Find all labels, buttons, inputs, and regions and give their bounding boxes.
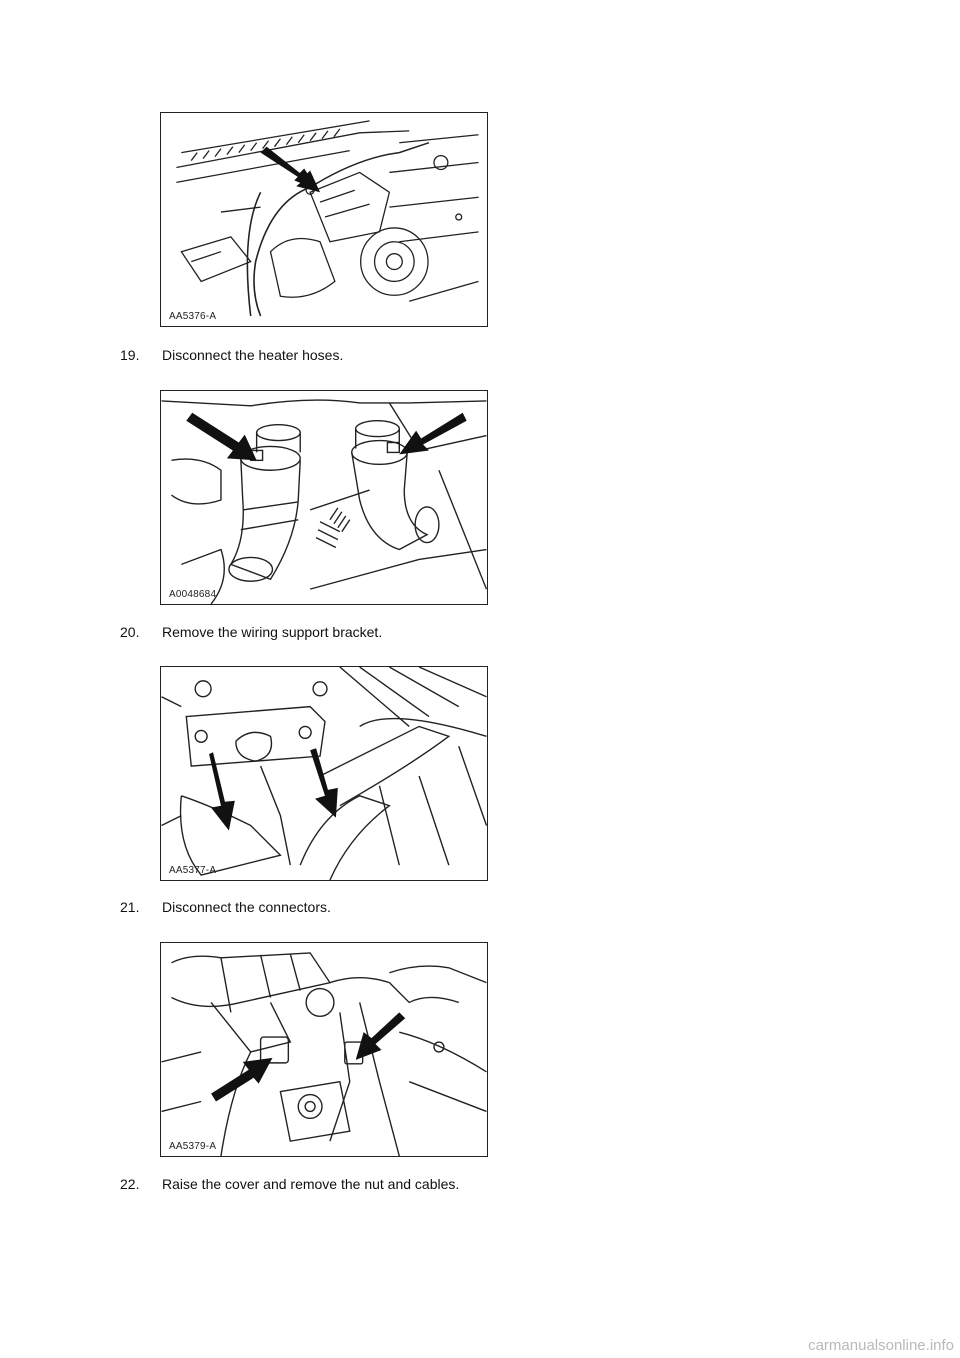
- step-19: 19. Disconnect the heater hoses.: [120, 347, 343, 363]
- step-number: 21.: [120, 899, 140, 915]
- figure-label: AA5376-A: [169, 311, 217, 322]
- figure-label: AA5379-A: [169, 1141, 217, 1152]
- connectors-illustration: [161, 952, 487, 1156]
- figure-connectors: AA5379-A: [160, 942, 488, 1157]
- step-text: Disconnect the connectors.: [162, 899, 331, 915]
- step-20: 20. Remove the wiring support bracket.: [120, 624, 382, 640]
- heater-hose-illustration: [161, 399, 487, 604]
- step-text: Disconnect the heater hoses.: [162, 347, 344, 363]
- figure-heater-hoses: A0048684: [160, 390, 488, 605]
- step-21: 21. Disconnect the connectors.: [120, 899, 331, 915]
- step-number: 20.: [120, 624, 140, 640]
- step-number: 22.: [120, 1176, 140, 1192]
- step-22: 22. Raise the cover and remove the nut a…: [120, 1176, 459, 1192]
- figure-label: A0048684: [169, 589, 217, 600]
- bracket-illustration: [161, 667, 487, 880]
- step-number: 19.: [120, 347, 140, 363]
- step-text: Remove the wiring support bracket.: [162, 624, 383, 640]
- watermark: carmanualsonline.info: [808, 1337, 954, 1354]
- step-text: Raise the cover and remove the nut and c…: [162, 1176, 460, 1192]
- figure-wiring-bracket: AA5377-A: [160, 666, 488, 881]
- figure-throttle-cable: AA5376-A: [160, 112, 488, 327]
- engine-illustration: [176, 120, 479, 317]
- figure-label: AA5377-A: [169, 865, 217, 876]
